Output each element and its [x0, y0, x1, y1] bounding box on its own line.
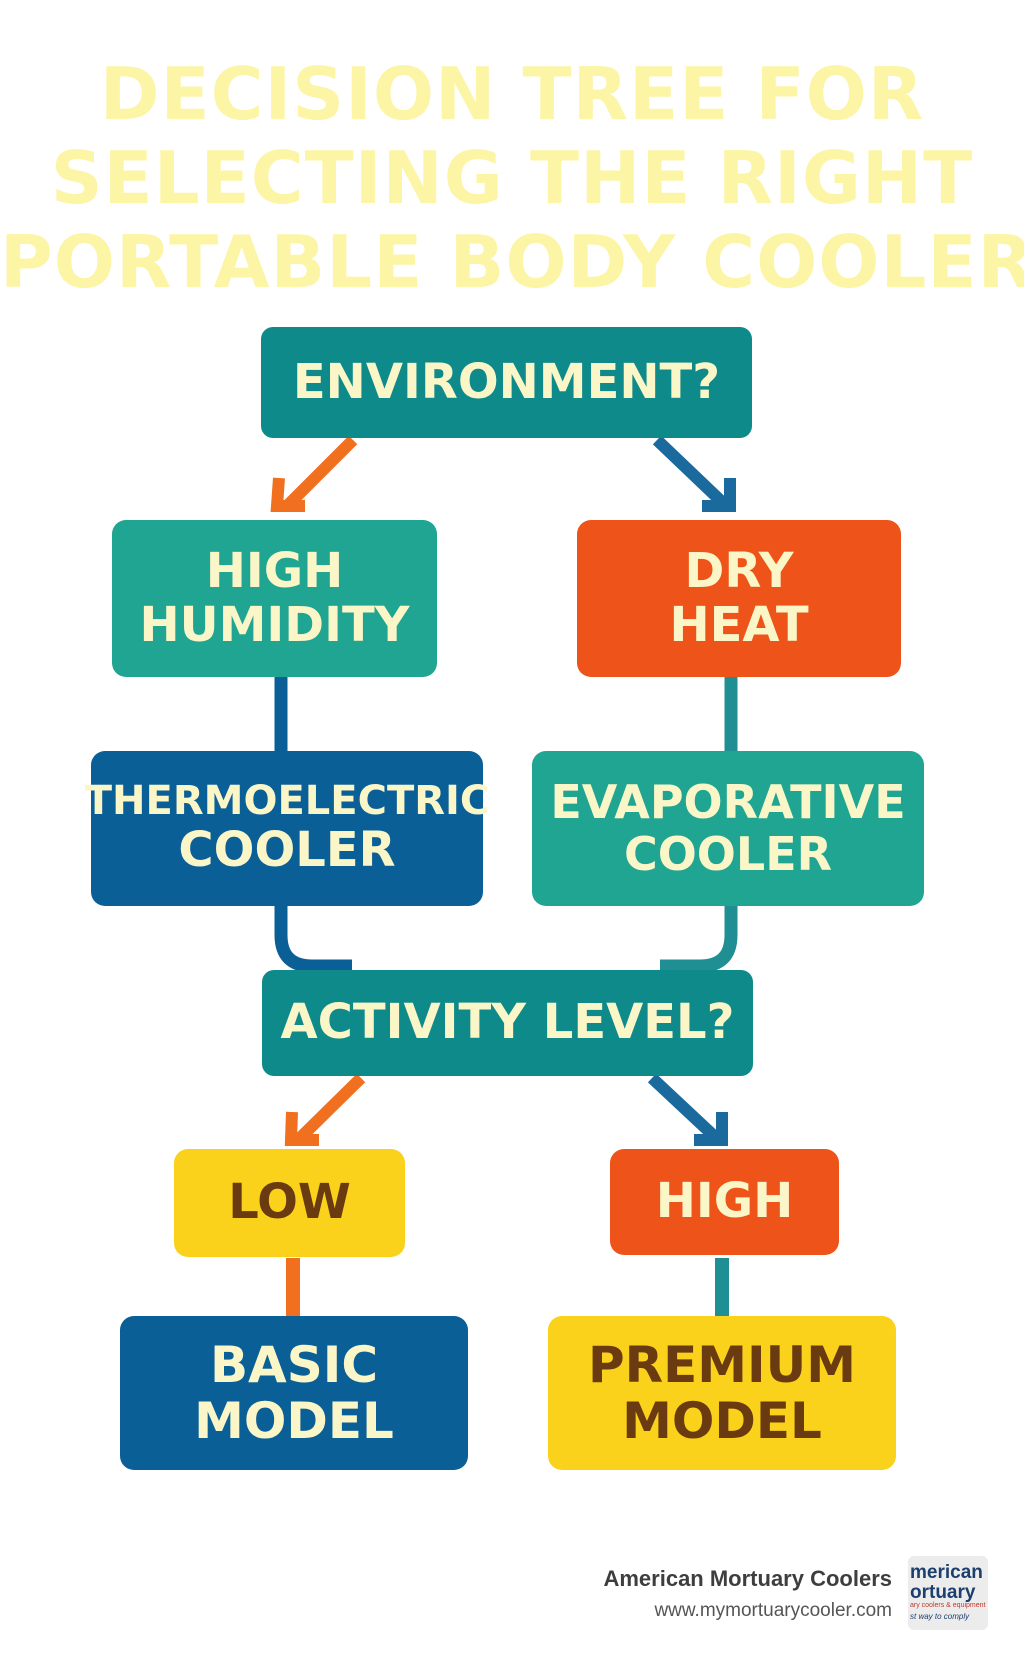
node-high-humidity-line-2: HUMIDITY	[139, 596, 410, 653]
brand-url[interactable]: www.mymortuarycooler.com	[654, 1600, 892, 1621]
node-thermoelectric-cooler: THERMOELECTRIC COOLER	[85, 751, 489, 906]
node-evaporative-line-1: EVAPORATIVE	[550, 774, 906, 829]
node-high-label: HIGH	[655, 1173, 794, 1230]
node-environment: ENVIRONMENT?	[261, 327, 752, 438]
logo-line-3: ary coolers & equipment	[910, 1602, 986, 1609]
node-basic-model: BASIC MODEL	[120, 1316, 468, 1470]
logo-line-4: st way to comply	[910, 1612, 970, 1621]
node-dry-heat-line-2: HEAT	[669, 596, 809, 653]
node-low: LOW	[174, 1149, 405, 1257]
logo-line-1: merican	[910, 1562, 983, 1583]
node-basic-model-line-1: BASIC	[209, 1336, 379, 1394]
connector-thermoelectric-to-activity	[274, 906, 352, 973]
brand-name: American Mortuary Coolers	[603, 1566, 892, 1591]
node-environment-label: ENVIRONMENT?	[292, 353, 721, 410]
node-premium-model-line-2: MODEL	[622, 1392, 822, 1450]
node-activity-level-label: ACTIVITY LEVEL?	[280, 994, 735, 1051]
node-premium-model-line-1: PREMIUM	[587, 1336, 857, 1394]
arrow-activity-to-high	[647, 1073, 728, 1146]
title-line-2: SELECTING THE RIGHT	[50, 136, 974, 220]
title-line-1: DECISION TREE FOR	[99, 52, 925, 136]
node-thermoelectric-line-2: COOLER	[178, 822, 396, 879]
node-evaporative-cooler: EVAPORATIVE COOLER	[532, 751, 924, 906]
node-high: HIGH	[610, 1149, 839, 1255]
node-activity-level: ACTIVITY LEVEL?	[262, 970, 753, 1076]
node-thermoelectric-line-1: THERMOELECTRIC	[84, 778, 490, 825]
arrow-activity-to-low	[284, 1073, 366, 1146]
node-high-humidity: HIGH HUMIDITY	[112, 520, 437, 677]
arrow-environment-to-high-humidity	[270, 435, 358, 512]
page-title: DECISION TREE FOR SELECTING THE RIGHT PO…	[0, 52, 1024, 304]
node-dry-heat: DRY HEAT	[577, 520, 901, 677]
node-basic-model-line-2: MODEL	[194, 1392, 394, 1450]
logo-line-2: ortuary	[910, 1582, 976, 1603]
node-high-humidity-line-1: HIGH	[205, 542, 344, 599]
title-line-3: PORTABLE BODY COOLER	[0, 220, 1024, 304]
node-evaporative-line-2: COOLER	[623, 826, 833, 881]
node-premium-model: PREMIUM MODEL	[548, 1316, 896, 1470]
company-logo: merican ortuary ary coolers & equipment …	[908, 1556, 988, 1630]
node-dry-heat-line-1: DRY	[684, 542, 794, 599]
node-low-label: LOW	[228, 1174, 351, 1231]
arrow-environment-to-dry-heat	[652, 435, 736, 512]
connector-evaporative-to-activity	[660, 906, 738, 973]
